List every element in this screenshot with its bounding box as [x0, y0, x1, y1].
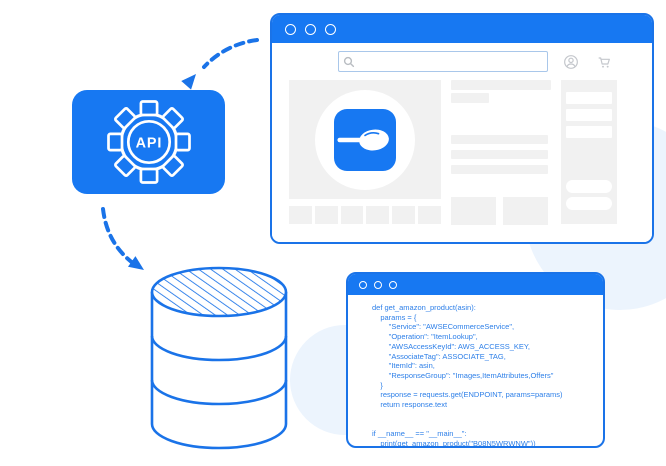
arrowhead-icon — [181, 74, 196, 90]
browser-window — [270, 13, 654, 244]
window-control-icon[interactable] — [389, 280, 397, 289]
database-icon — [148, 260, 290, 458]
window-control-icon[interactable] — [325, 23, 336, 35]
cart-icon[interactable] — [596, 54, 612, 70]
window-control-icon[interactable] — [359, 280, 367, 289]
code-line — [372, 419, 593, 429]
buy-box — [561, 80, 617, 224]
price-placeholder — [566, 92, 612, 104]
browser-body — [272, 51, 652, 242]
text-line-placeholder — [451, 150, 548, 159]
code-line: response = requests.get(ENDPOINT, params… — [372, 390, 563, 400]
api-label: API — [135, 135, 162, 151]
code-line: "ResponseGroup": "Images,ItemAttributes,… — [372, 370, 554, 380]
thumbnail[interactable] — [289, 206, 312, 224]
browser-toolbar — [272, 51, 652, 72]
text-line-placeholder — [566, 109, 612, 121]
product-gallery — [289, 80, 441, 225]
description-placeholders — [451, 135, 551, 174]
arrowhead-icon — [127, 256, 144, 270]
thumbnail[interactable] — [314, 206, 338, 224]
code-line: params = { — [372, 312, 417, 322]
window-control-icon[interactable] — [285, 23, 296, 35]
subtitle-placeholder — [451, 93, 489, 103]
browser-titlebar — [272, 15, 652, 43]
thumbnail[interactable] — [366, 206, 390, 224]
api-gear-icon: API — [106, 100, 191, 184]
thumbnail[interactable] — [392, 206, 416, 224]
code-titlebar — [348, 274, 603, 295]
api-to-database-arrow — [101, 207, 136, 266]
code-line: return response.text — [372, 400, 448, 410]
toolbar-icons — [563, 54, 612, 70]
code-line: "AWSAccessKeyId": AWS_ACCESS_KEY, — [372, 341, 531, 351]
thumbnail[interactable] — [418, 206, 441, 224]
code-line: "Operation": "ItemLookup", — [372, 332, 478, 342]
option-placeholder[interactable] — [503, 197, 548, 225]
spoon-logo-icon — [334, 108, 396, 171]
account-icon[interactable] — [563, 54, 579, 70]
database-cylinder — [150, 266, 288, 450]
product-image — [289, 80, 441, 199]
code-line: print(get_amazon_product("B08N5WRWNW")) — [372, 438, 536, 448]
title-placeholder — [451, 80, 551, 90]
option-blocks — [451, 197, 551, 225]
code-line: "AssociateTag": ASSOCIATE_TAG, — [372, 351, 506, 361]
code-line: "ItemId": asin, — [372, 361, 435, 371]
window-control-icon[interactable] — [305, 23, 316, 35]
code-window: def get_amazon_product(asin): params = {… — [346, 272, 605, 448]
thumbnail[interactable] — [340, 206, 364, 224]
search-icon — [343, 56, 355, 67]
text-line-placeholder — [566, 126, 612, 138]
spoon-icon — [337, 129, 389, 150]
product-info — [451, 80, 551, 225]
code-line: def get_amazon_product(asin): — [372, 303, 476, 312]
thumbnail-row — [289, 206, 441, 224]
browser-to-api-arrow — [202, 38, 259, 69]
code-line: "Service": "AWSECommerceService", — [372, 322, 515, 332]
add-to-cart-button-placeholder[interactable] — [566, 180, 612, 193]
code-block: def get_amazon_product(asin): params = {… — [348, 295, 603, 448]
code-line — [372, 410, 593, 420]
option-placeholder[interactable] — [451, 197, 496, 225]
text-line-placeholder — [451, 165, 548, 174]
api-badge: API — [72, 90, 225, 194]
window-control-icon[interactable] — [374, 280, 382, 289]
buy-buttons — [566, 180, 612, 224]
text-line-placeholder — [451, 135, 548, 144]
search-input[interactable] — [338, 51, 548, 72]
product-image-circle — [315, 89, 415, 190]
buy-now-button-placeholder[interactable] — [566, 197, 612, 210]
product-page-content — [272, 80, 652, 225]
code-line: } — [372, 380, 383, 390]
code-line: if __name__ == "__main__": — [372, 429, 467, 439]
